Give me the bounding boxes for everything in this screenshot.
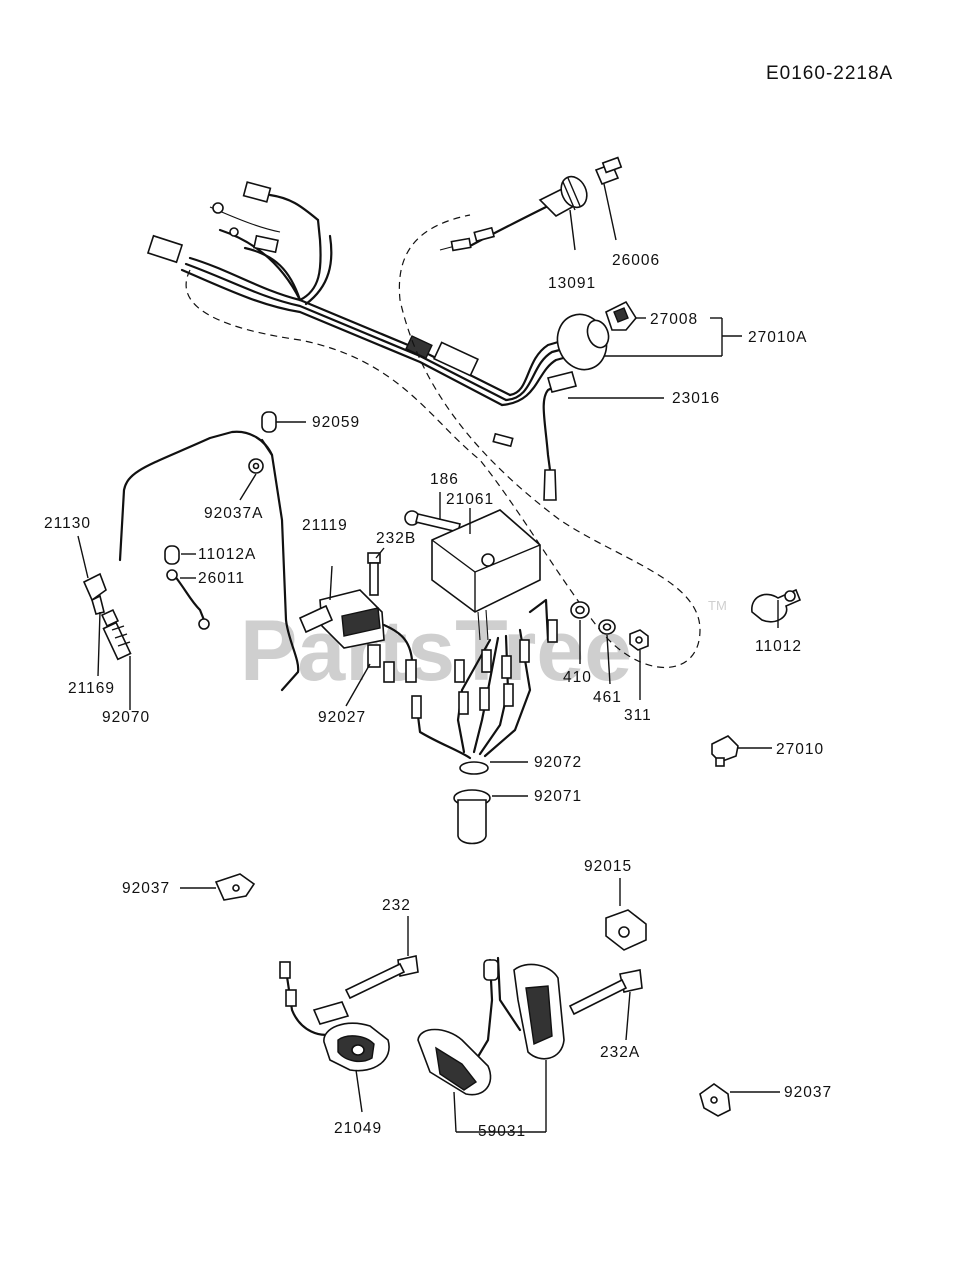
charge-coil-21049[interactable] xyxy=(279,961,390,1072)
label-26011: 26011 xyxy=(198,570,245,587)
label-21049: 21049 xyxy=(334,1120,382,1137)
main-wiring-harness[interactable] xyxy=(146,181,701,669)
cap-27008[interactable] xyxy=(605,300,637,331)
bolt-232B[interactable] xyxy=(367,552,381,596)
spark-plug-92070[interactable] xyxy=(100,608,132,661)
label-92070: 92070 xyxy=(102,709,150,726)
washer-461[interactable] xyxy=(598,619,616,635)
washer-410[interactable] xyxy=(570,601,590,619)
bolt-232[interactable] xyxy=(344,955,419,1000)
label-27008: 27008 xyxy=(650,311,698,328)
harness-leads-92072[interactable] xyxy=(411,598,558,760)
bolt-232A[interactable] xyxy=(568,969,643,1016)
label-92037-left: 92037 xyxy=(122,880,170,897)
label-461: 461 xyxy=(593,689,622,706)
nut-311[interactable] xyxy=(629,629,649,651)
spark-plug-cap-21130[interactable] xyxy=(82,572,107,615)
label-92037-right: 92037 xyxy=(784,1084,832,1101)
label-232A: 232A xyxy=(600,1044,640,1061)
label-13091: 13091 xyxy=(548,275,596,292)
clamp-11012[interactable] xyxy=(751,588,802,623)
label-27010: 27010 xyxy=(776,741,824,758)
ignition-wire-assembly[interactable] xyxy=(118,411,300,692)
clamp-92037-left[interactable] xyxy=(214,873,256,901)
switch-27010[interactable] xyxy=(711,735,739,767)
label-232: 232 xyxy=(382,897,411,914)
label-11012A: 11012A xyxy=(198,546,256,563)
label-11012: 11012 xyxy=(755,638,802,655)
label-232B: 232B xyxy=(376,530,416,547)
label-21130: 21130 xyxy=(44,515,91,532)
grommet-92071[interactable] xyxy=(453,761,491,845)
ignition-coil-21119[interactable] xyxy=(298,589,385,668)
label-23016: 23016 xyxy=(672,390,720,407)
label-21169: 21169 xyxy=(68,680,115,697)
label-21061: 21061 xyxy=(446,491,494,508)
diagram-reference: E0160-2218A xyxy=(766,63,893,84)
label-186: 186 xyxy=(430,471,459,488)
label-59031: 59031 xyxy=(478,1123,526,1140)
bolt-186[interactable] xyxy=(404,510,461,533)
label-92071: 92071 xyxy=(534,788,582,805)
label-92015: 92015 xyxy=(584,858,632,875)
connector-92027[interactable] xyxy=(382,623,417,683)
part-labels: 26006 13091 27008 27010A 23016 92059 920… xyxy=(44,252,832,1140)
cdi-unit-21061[interactable] xyxy=(431,509,541,641)
exciter-coil-59031[interactable] xyxy=(417,956,565,1096)
label-92059: 92059 xyxy=(312,414,360,431)
label-92072: 92072 xyxy=(534,754,582,771)
label-26006: 26006 xyxy=(612,252,660,269)
label-21119: 21119 xyxy=(302,517,348,534)
key-26006[interactable] xyxy=(594,156,623,186)
label-311: 311 xyxy=(624,707,652,724)
oil-pressure-switch-27010A[interactable] xyxy=(550,307,614,376)
grommet-92015[interactable] xyxy=(605,909,647,951)
watermark-trademark: TM xyxy=(708,598,727,613)
clamp-92037-right[interactable] xyxy=(699,1083,731,1117)
label-92037A: 92037A xyxy=(204,505,263,522)
leader-lines xyxy=(77,183,780,1133)
wire-lead-26011[interactable] xyxy=(166,569,210,630)
label-92027: 92027 xyxy=(318,709,366,726)
key-switch-13091[interactable] xyxy=(538,172,592,217)
label-27010A: 27010A xyxy=(748,329,807,346)
label-410: 410 xyxy=(563,669,592,686)
cap-11012A[interactable] xyxy=(164,545,180,565)
